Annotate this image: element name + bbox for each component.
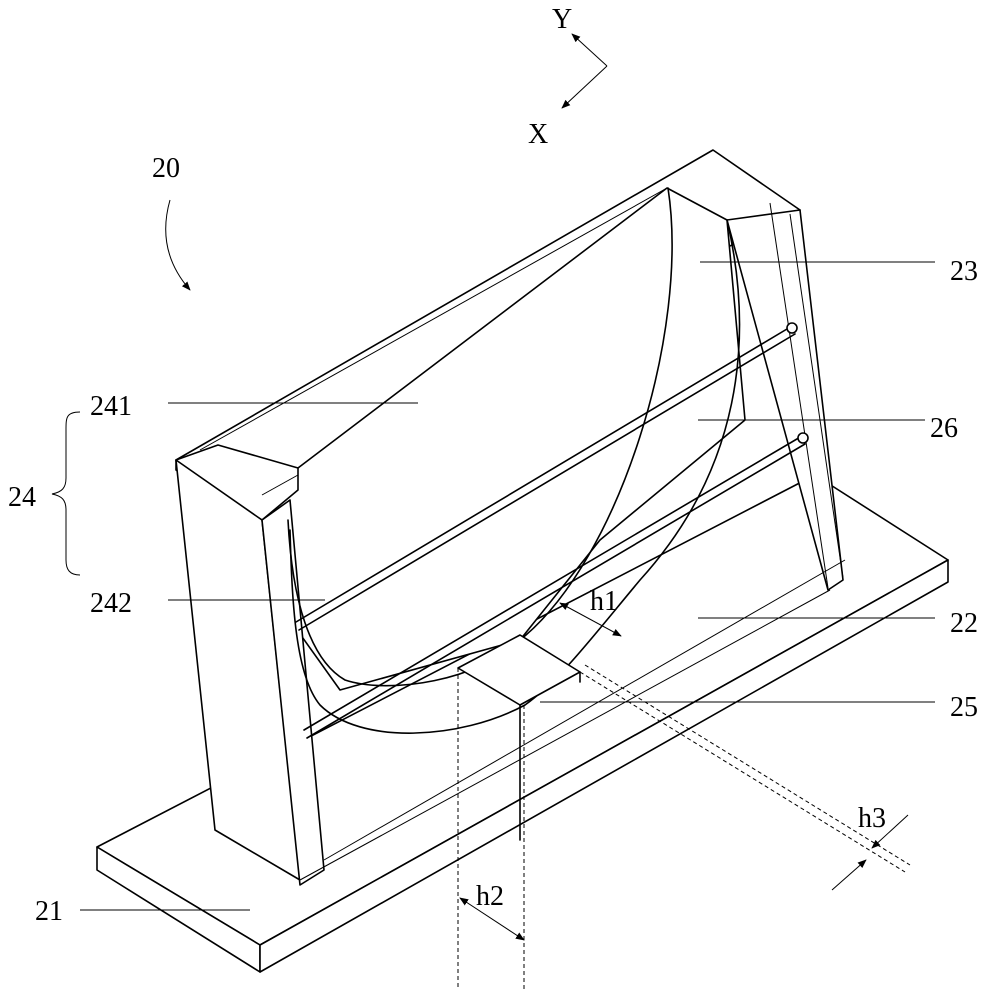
dimension-arrows	[459, 602, 909, 941]
left-post	[175, 444, 325, 886]
label-h3: h3	[858, 803, 886, 834]
label-26: 26	[930, 413, 958, 444]
axis-x-label: X	[528, 119, 548, 150]
label-24: 24	[8, 482, 36, 513]
label-21: 21	[35, 896, 63, 927]
label-23: 23	[950, 256, 978, 287]
label-241: 241	[90, 391, 132, 422]
axis-y-label: Y	[552, 4, 572, 35]
label-20: 20	[152, 153, 180, 184]
label-242: 242	[90, 588, 132, 619]
axis-indicator: Y X	[528, 4, 608, 150]
label-h1: h1	[590, 586, 618, 617]
reference-labels: 20 23 241 26 24 242 h1 22 25 h3 h2 21	[8, 153, 978, 927]
plate-edges	[299, 559, 846, 881]
leader-lines	[51, 199, 935, 911]
label-25: 25	[950, 692, 978, 723]
label-h2: h2	[476, 881, 504, 912]
label-22: 22	[950, 608, 978, 639]
rods	[295, 322, 809, 739]
dimension-guides	[457, 664, 911, 990]
frame-back	[175, 149, 844, 691]
